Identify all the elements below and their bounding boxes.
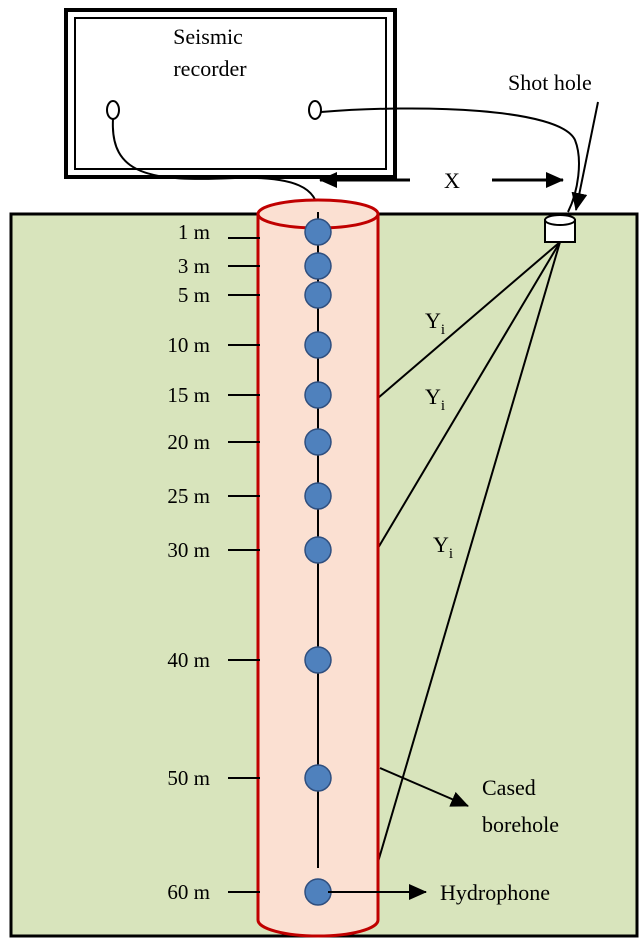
- hydrophone-sensor: [304, 218, 332, 246]
- depth-label: 5 m: [178, 283, 210, 307]
- depth-label: 25 m: [167, 484, 210, 508]
- cable-to-borehole: [111, 118, 319, 214]
- depth-label: 20 m: [167, 430, 210, 454]
- depth-label: 3 m: [178, 254, 210, 278]
- seismic-recorder: Seismic recorder: [64, 8, 397, 179]
- recorder-label-line2: recorder: [173, 56, 247, 81]
- ray-label-1: Yi: [425, 308, 445, 338]
- ray-label-3: Yi: [433, 532, 453, 562]
- depth-label: 60 m: [167, 880, 210, 904]
- depth-label: 30 m: [167, 538, 210, 562]
- hydrophone-sensor: [304, 428, 332, 456]
- borehole-pointer: [379, 767, 469, 807]
- shot-hole-charge: [544, 214, 576, 243]
- distance-label: X: [444, 168, 460, 193]
- hydrophone-sensor: [304, 536, 332, 564]
- hydrophone-sensor: [304, 878, 332, 906]
- ray-path-1: [377, 241, 561, 399]
- depth-label: 1 m: [178, 220, 210, 244]
- ray-label-2: Yi: [425, 384, 445, 414]
- hydrophone-sensor: [304, 381, 332, 409]
- ray-path-2: [377, 241, 561, 549]
- hydrophone-sensor: [304, 482, 332, 510]
- recorder-label-line1: Seismic: [173, 24, 243, 49]
- recorder-port-right: [308, 100, 322, 120]
- borehole-label-line1: Cased: [482, 775, 536, 800]
- hydrophone-sensor: [304, 764, 332, 792]
- shot-hole-pointer: [571, 101, 599, 211]
- hydrophone-sensor: [304, 331, 332, 359]
- depth-markers: 1 m 3 m 5 m 10 m 15 m 20 m 25 m 30 m 40 m 50 m 60 …: [167, 218, 332, 906]
- hydrophone-sensor: [304, 646, 332, 674]
- hydrophone-label: Hydrophone: [440, 880, 550, 905]
- shot-hole-label: Shot hole: [508, 70, 592, 95]
- ray-path-3: [377, 241, 561, 863]
- depth-label: 10 m: [167, 333, 210, 357]
- hydrophone-sensor: [304, 252, 332, 280]
- depth-label: 50 m: [167, 766, 210, 790]
- cable-to-shot-hole: [320, 107, 580, 213]
- borehole-label-line2: borehole: [482, 812, 559, 837]
- depth-label: 15 m: [167, 383, 210, 407]
- hydrophone-sensor: [304, 281, 332, 309]
- depth-label: 40 m: [167, 648, 210, 672]
- recorder-port-left: [106, 100, 120, 120]
